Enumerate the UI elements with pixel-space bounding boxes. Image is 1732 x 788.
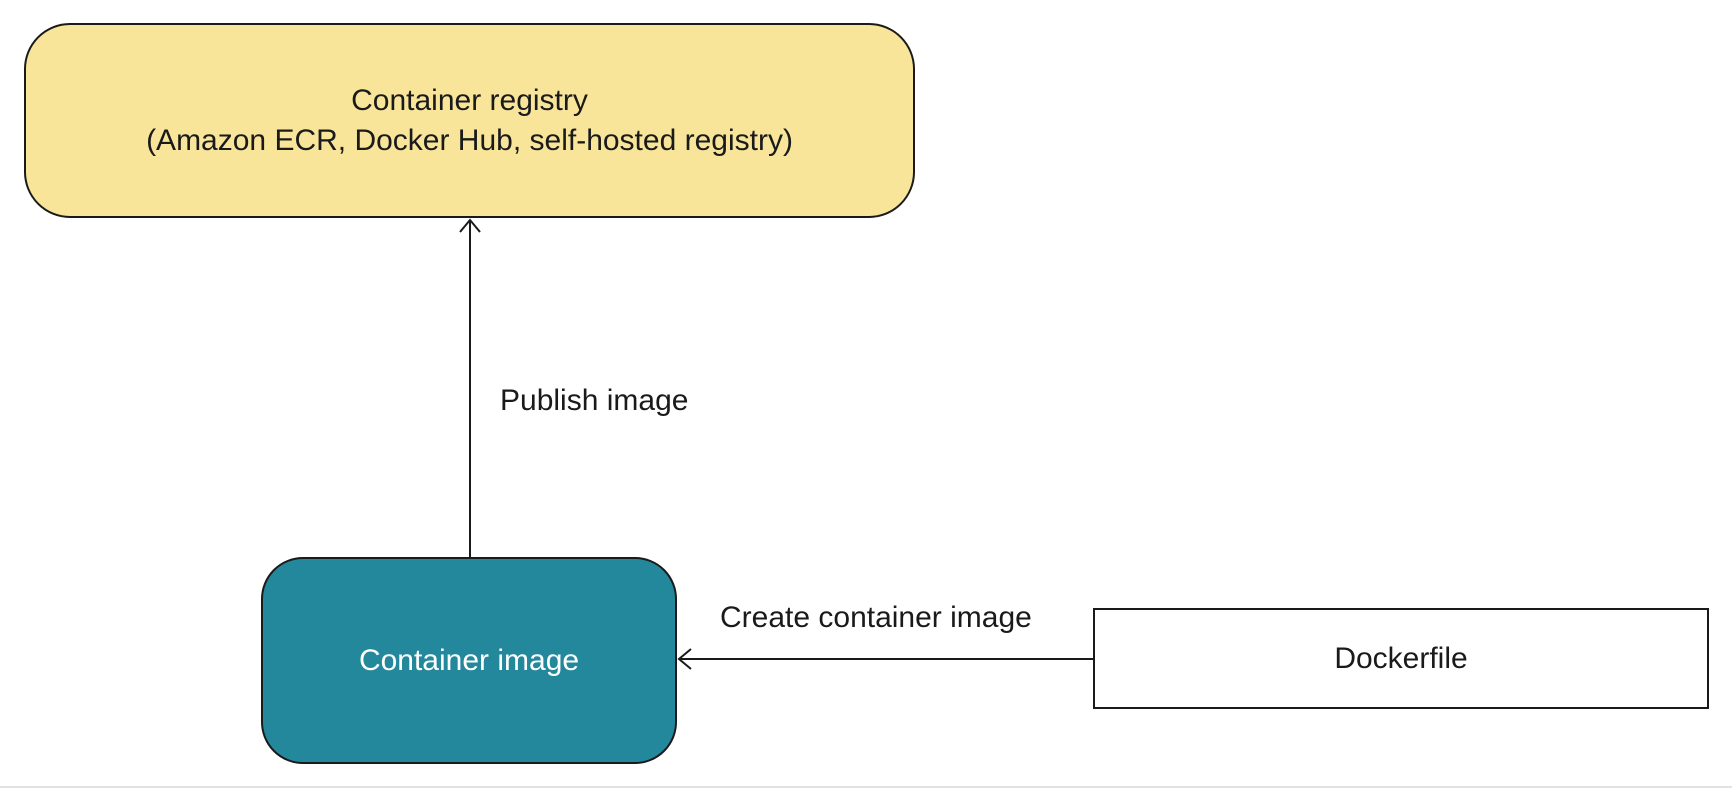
container-registry-node: Container registry (Amazon ECR, Docker H… bbox=[24, 23, 915, 218]
publish-image-label: Publish image bbox=[500, 384, 689, 417]
container-registry-examples: (Amazon ECR, Docker Hub, self-hosted reg… bbox=[146, 123, 793, 157]
publish-image-arrowhead bbox=[459, 218, 481, 233]
dockerfile-label: Dockerfile bbox=[1334, 641, 1468, 675]
bottom-divider bbox=[0, 786, 1732, 788]
container-image-node: Container image bbox=[261, 557, 677, 764]
publish-image-arrow bbox=[459, 218, 481, 557]
create-image-arrowhead bbox=[677, 648, 692, 670]
container-registry-title: Container registry bbox=[351, 83, 588, 117]
dockerfile-node: Dockerfile bbox=[1093, 608, 1709, 709]
create-image-arrow bbox=[677, 648, 1093, 670]
create-container-image-label: Create container image bbox=[720, 601, 1032, 634]
container-image-label: Container image bbox=[358, 643, 580, 677]
